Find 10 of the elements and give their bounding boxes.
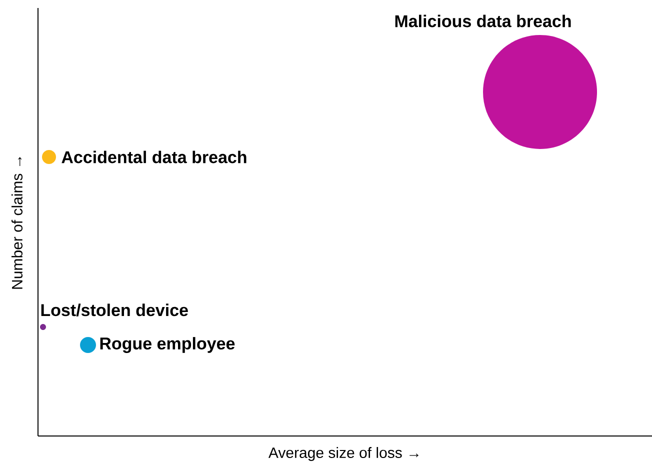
bubble-label: Rogue employee — [100, 337, 235, 353]
y-axis-title: Number of claims → — [12, 157, 22, 289]
bubble — [80, 337, 96, 353]
bubble-label: Malicious data breach — [395, 14, 571, 28]
bubble — [483, 35, 597, 149]
bubble — [40, 324, 46, 330]
bubble-label: Lost/stolen device — [41, 304, 188, 316]
x-axis-title: Average size of loss → — [268, 447, 418, 461]
bubble-label: Accidental data breach — [62, 150, 246, 164]
bubble — [42, 150, 56, 164]
